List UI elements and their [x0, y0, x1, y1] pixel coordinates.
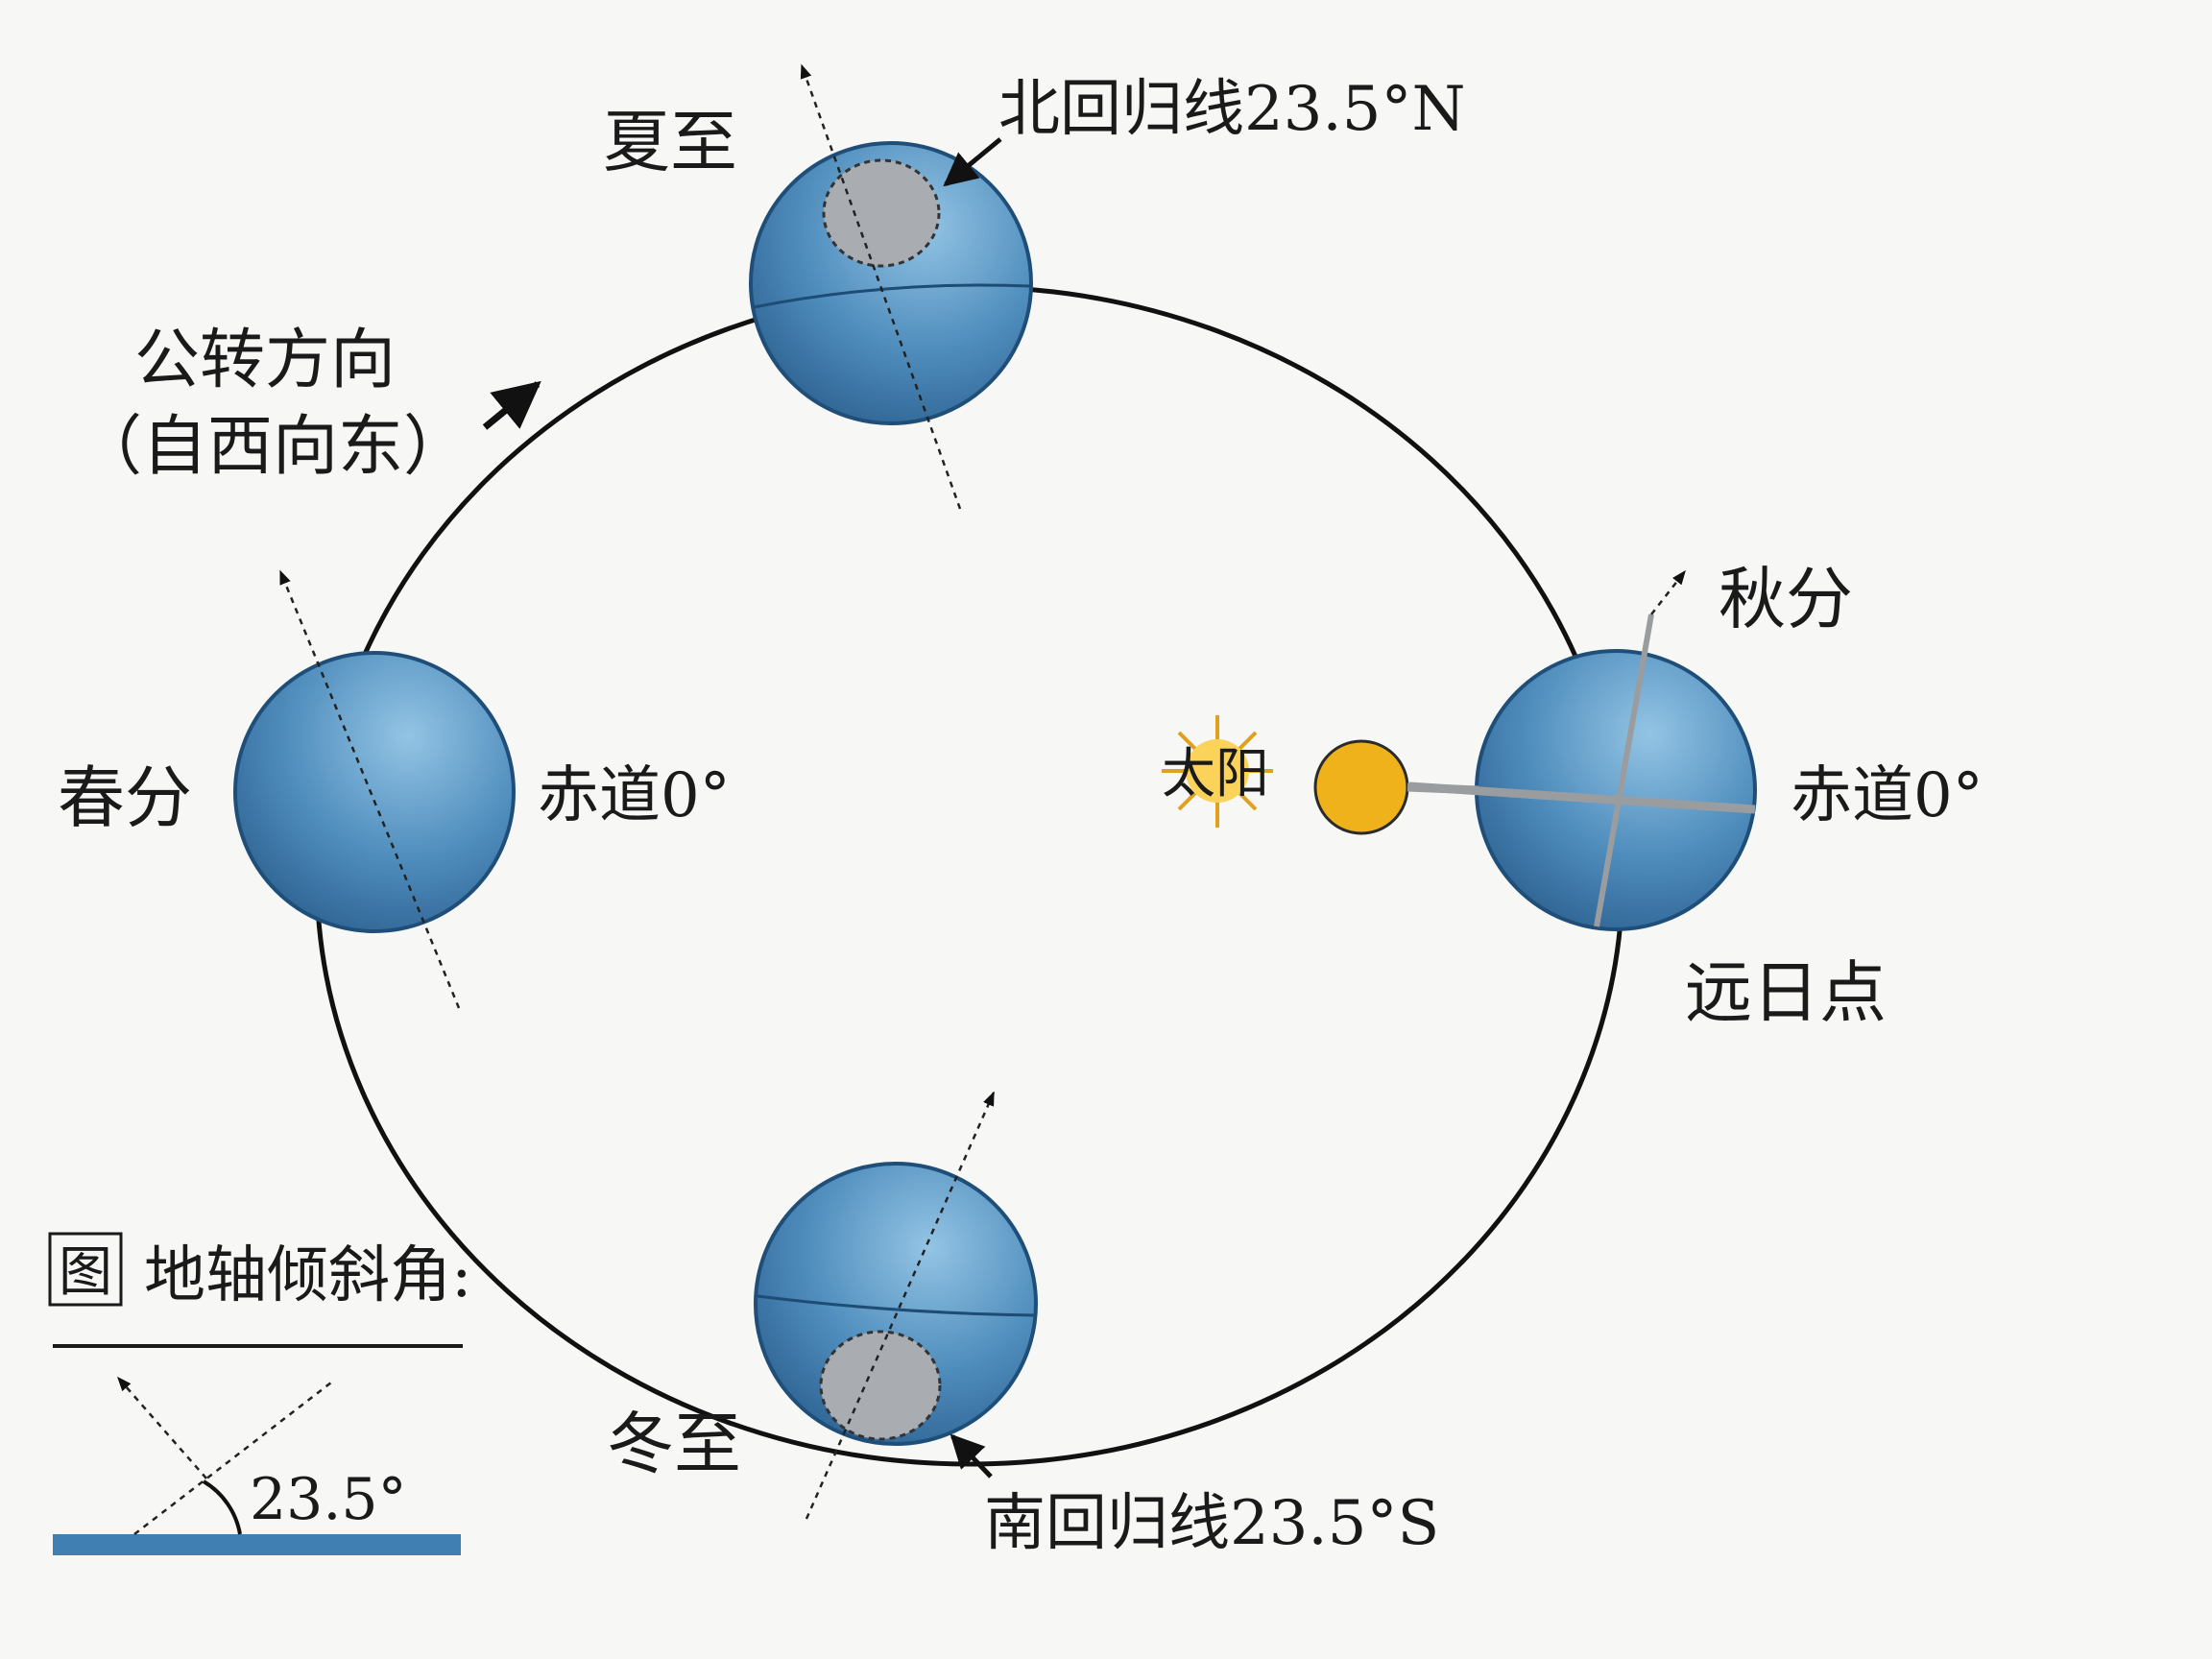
label-summer-solstice: 夏至	[603, 103, 737, 181]
label-tropic-capricorn: 南回归线23.5°S	[984, 1488, 1439, 1559]
earth-axis-autumn-lower	[1594, 613, 1654, 927]
earth-vernal-equinox	[233, 569, 516, 1009]
sun-earth-line	[1407, 782, 1479, 795]
tropic-capricorn-arrow	[950, 1433, 993, 1479]
label-sun: 太阳	[1162, 743, 1269, 805]
label-aphelion: 远日点	[1685, 953, 1887, 1032]
label-tropic-cancer: 北回归线23.5°N	[998, 74, 1466, 145]
earth-axis-autumn	[1650, 569, 1686, 615]
earth-axis-vernal	[278, 569, 461, 1009]
tropic-cancer-patch	[822, 158, 941, 268]
vertical-reference-line	[117, 1376, 207, 1479]
earth-axis-winter	[805, 1091, 996, 1520]
tropic-cancer-arrow	[943, 137, 1002, 187]
label-autumn-equinox: 秋分	[1719, 560, 1853, 638]
legend-box-char: 图	[59, 1241, 112, 1304]
earth-autumn-equinox	[1408, 569, 1757, 931]
label-equator-right: 赤道0°	[1791, 760, 1984, 831]
tilt-angle-arc	[202, 1479, 242, 1535]
axial-tilt-legend: 图 地轴倾斜角: 23.5°	[48, 1232, 472, 1555]
tropic-capricorn-patch	[819, 1330, 942, 1441]
revolution-direction-arrow	[482, 380, 541, 430]
legend-box	[48, 1232, 123, 1307]
earth-summer-solstice	[749, 63, 1033, 510]
earth-winter-solstice	[754, 1091, 1038, 1520]
label-revolution-direction: 公转方向	[134, 323, 396, 398]
sun-icon	[1162, 715, 1479, 835]
tilt-angle-label: 23.5°	[250, 1466, 407, 1533]
legend-title: 地轴倾斜角:	[144, 1240, 472, 1311]
label-winter-solstice: 冬至	[607, 1405, 741, 1483]
ground-bar	[53, 1534, 461, 1555]
label-revolution-direction-sub: （自西向东）	[77, 409, 469, 485]
earth-axis-summer	[800, 63, 962, 510]
label-vernal-equinox: 春分	[58, 758, 192, 837]
label-equator-left: 赤道0°	[538, 760, 731, 831]
